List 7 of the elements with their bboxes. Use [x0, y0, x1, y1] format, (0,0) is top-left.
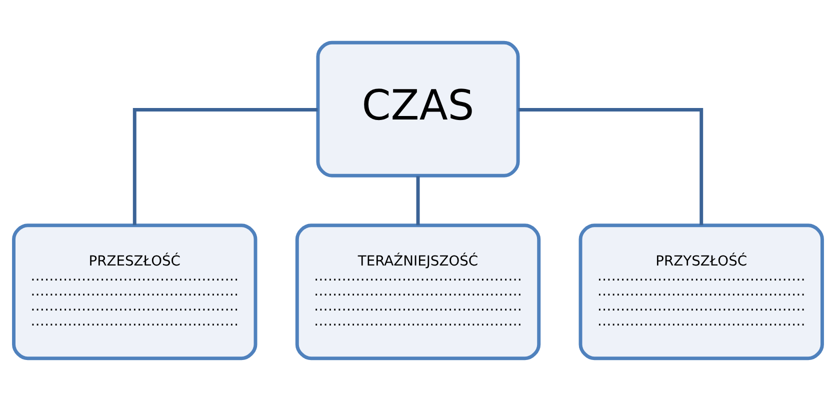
node-box: TERAŹNIEJSZOŚĆ ……………………………………… ……………………………………… ……………………………………… ……………………………………… [294, 224, 540, 360]
connector [132, 108, 318, 226]
node-box: CZAS [316, 40, 520, 178]
node-box: PRZESZŁOŚĆ ……………………………………… ……………………………………… ……………………………………… ……………………………………… [12, 224, 257, 360]
connector [518, 108, 703, 226]
node-box: PRZYSZŁOŚĆ ……………………………………… ……………………………………… ……………………………………… ……………………………………… [578, 224, 824, 360]
connector [416, 176, 420, 226]
